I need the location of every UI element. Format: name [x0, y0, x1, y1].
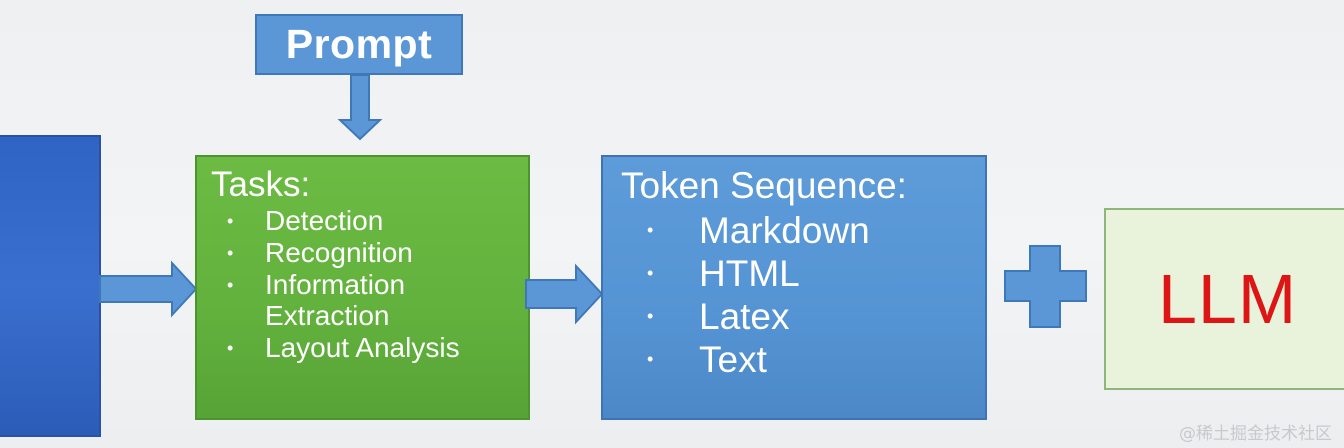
bullet-icon: • [647, 306, 654, 326]
prompt-label: Prompt [285, 21, 433, 67]
task-item-label: Recognition [265, 237, 413, 268]
input-block [0, 135, 101, 437]
token-sequence-title: Token Sequence: [621, 165, 907, 206]
tasks-box: Tasks: • Detection • Recognition • Infor… [195, 155, 530, 420]
bullet-icon: • [647, 220, 654, 240]
task-item-detection: • Detection [211, 205, 528, 237]
task-item-label: Layout Analysis [265, 332, 460, 363]
task-item-label: Information [265, 269, 406, 300]
token-sequence-list: • Markdown • HTML • Latex • Text [621, 209, 985, 381]
tasks-list: • Detection • Recognition • Information … [211, 205, 528, 364]
prompt-down-arrow [337, 74, 383, 141]
task-item-label: Detection [265, 205, 384, 236]
task-item-label: Extraction [265, 300, 390, 331]
token-item-label: Text [699, 339, 767, 380]
plus-icon [1004, 245, 1087, 328]
token-sequence-box: Token Sequence: • Markdown • HTML • Late… [601, 155, 987, 420]
token-item-markdown: • Markdown [621, 209, 985, 252]
bullet-icon: • [227, 211, 234, 231]
token-item-label: Markdown [699, 210, 870, 251]
token-item-label: Latex [699, 296, 790, 337]
task-item-layout-analysis: • Layout Analysis [211, 332, 528, 364]
bullet-icon: • [227, 275, 234, 295]
bullet-icon: • [647, 349, 654, 369]
bullet-icon: • [227, 338, 234, 358]
task-item-recognition: • Recognition [211, 237, 528, 269]
watermark: @稀土掘金技术社区 [1179, 424, 1332, 444]
llm-box: LLM [1104, 208, 1344, 390]
tasks-to-tokens-arrow [525, 263, 604, 325]
token-item-latex: • Latex [621, 295, 985, 338]
token-item-html: • HTML [621, 252, 985, 295]
llm-label: LLM [1158, 260, 1298, 338]
task-item-information-extraction: • Information [211, 269, 528, 301]
token-item-text: • Text [621, 338, 985, 381]
prompt-box: Prompt [255, 14, 463, 75]
token-item-label: HTML [699, 253, 800, 294]
tasks-title: Tasks: [211, 165, 311, 204]
task-item-continuation: Extraction [211, 300, 528, 332]
bullet-icon: • [647, 263, 654, 283]
bullet-icon: • [227, 243, 234, 263]
input-to-tasks-arrow [99, 260, 198, 318]
